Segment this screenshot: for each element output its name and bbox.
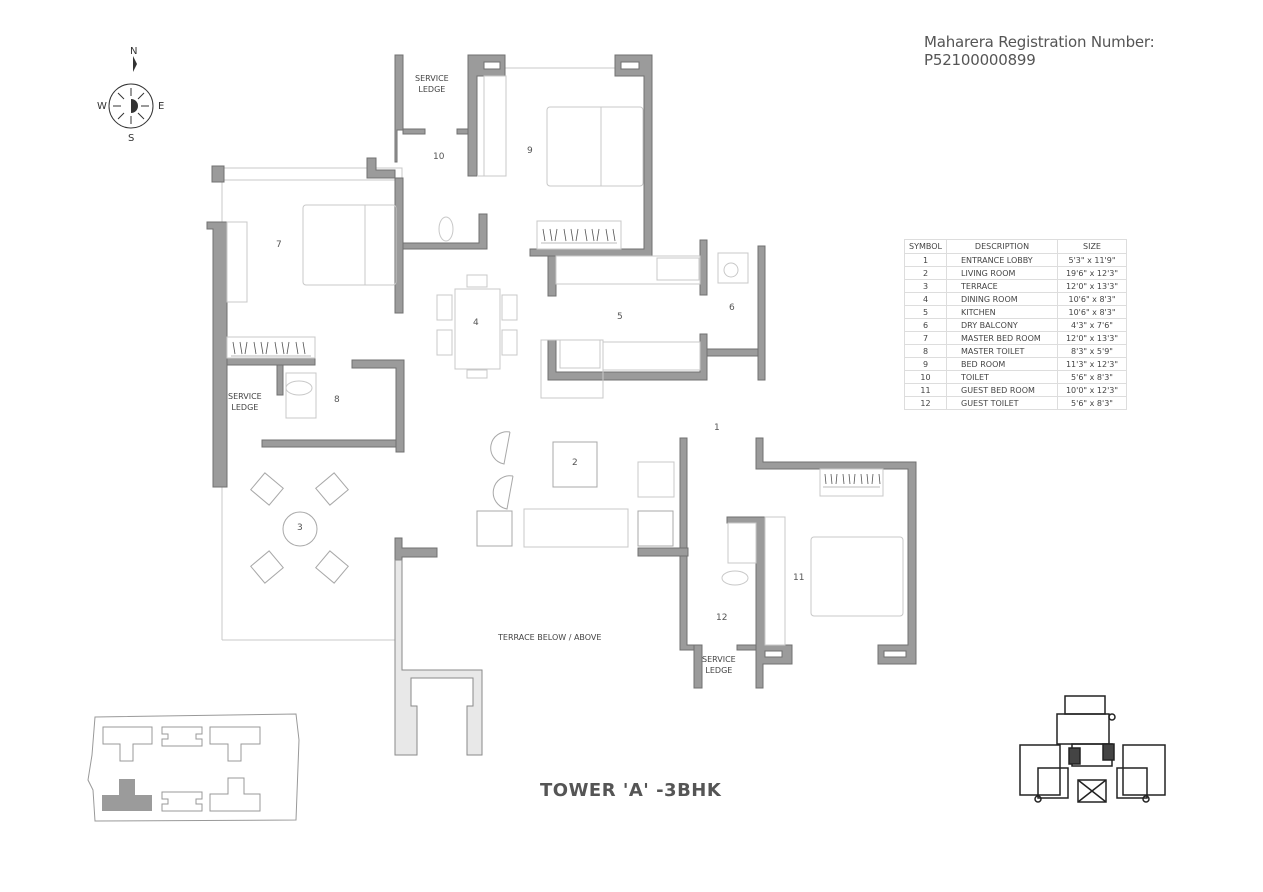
room-5-label: 5	[617, 312, 623, 322]
legend-symbol: 3	[904, 279, 947, 293]
typical-floor-key-plan	[1019, 695, 1166, 803]
service-ledge-left-label: SERVICE LEDGE	[228, 392, 262, 412]
legend-size: 5'3" x 11'9"	[1057, 253, 1127, 267]
legend-description: BED ROOM	[946, 357, 1058, 371]
compass-north-label: N	[130, 46, 138, 57]
plan-title: TOWER 'A' -3BHK	[540, 780, 722, 801]
legend-header-description: DESCRIPTION	[946, 239, 1058, 254]
legend-symbol: 10	[904, 370, 947, 384]
legend-symbol: 8	[904, 344, 947, 358]
legend-description: ENTRANCE LOBBY	[946, 253, 1058, 267]
compass-east-label: E	[158, 101, 165, 112]
registration-number: Maharera Registration Number: P521000008…	[924, 33, 1155, 69]
legend-description: TERRACE	[946, 279, 1058, 293]
legend-symbol: 7	[904, 331, 947, 345]
room-7-label: 7	[276, 240, 282, 250]
terrace-below-label: TERRACE BELOW / ABOVE	[498, 633, 602, 642]
legend-symbol: 12	[904, 396, 947, 410]
legend-size: 11'3" x 12'3"	[1057, 357, 1127, 371]
room-1-label: 1	[714, 423, 720, 433]
legend-description: GUEST TOILET	[946, 396, 1058, 410]
terrace-walls	[394, 559, 483, 756]
legend-size: 10'0" x 12'3"	[1057, 383, 1127, 397]
service-ledge-bottom-label: SERVICE LEDGE	[702, 655, 736, 675]
highlighted-tower	[102, 779, 152, 811]
room-11-label: 11	[793, 573, 805, 583]
legend-symbol: 6	[904, 318, 947, 332]
legend-symbol: 9	[904, 357, 947, 371]
legend-size: 12'0" x 13'3"	[1057, 279, 1127, 293]
room-4-label: 4	[473, 318, 479, 328]
legend-description: DRY BALCONY	[946, 318, 1058, 332]
legend-description: GUEST BED ROOM	[946, 383, 1058, 397]
legend-description: DINING ROOM	[946, 292, 1058, 306]
room-9-label: 9	[527, 146, 533, 156]
legend-description: LIVING ROOM	[946, 266, 1058, 280]
service-ledge-top-label: SERVICE LEDGE	[415, 74, 449, 94]
legend-description: KITCHEN	[946, 305, 1058, 319]
legend-size: 8'3" x 5'9"	[1057, 344, 1127, 358]
legend-size: 12'0" x 13'3"	[1057, 331, 1127, 345]
legend-size: 19'6" x 12'3"	[1057, 266, 1127, 280]
room-10-label: 10	[433, 152, 445, 162]
room-3-label: 3	[297, 523, 303, 533]
room-2-label: 2	[572, 458, 578, 468]
legend-size: 10'6" x 8'3"	[1057, 292, 1127, 306]
compass-south-label: S	[128, 133, 135, 144]
legend-header-row: SYMBOL DESCRIPTION SIZE	[904, 239, 1127, 254]
compass-west-label: W	[97, 101, 107, 112]
legend-symbol: 2	[904, 266, 947, 280]
legend-size: 10'6" x 8'3"	[1057, 305, 1127, 319]
room-6-label: 6	[729, 303, 735, 313]
walls	[206, 54, 917, 689]
legend-description: MASTER BED ROOM	[946, 331, 1058, 345]
compass-icon	[108, 56, 154, 129]
room-8-label: 8	[334, 395, 340, 405]
legend-description: MASTER TOILET	[946, 344, 1058, 358]
room-12-label: 12	[716, 613, 728, 623]
legend-symbol: 1	[904, 253, 947, 267]
wardrobe-hatch-marks	[232, 228, 881, 485]
site-key-plan	[87, 713, 300, 822]
legend-header-symbol: SYMBOL	[904, 239, 947, 254]
legend-size: 4'3" x 7'6"	[1057, 318, 1127, 332]
legend-symbol: 4	[904, 292, 947, 306]
legend-size: 5'6" x 8'3"	[1057, 370, 1127, 384]
legend-description: TOILET	[946, 370, 1058, 384]
legend-symbol: 11	[904, 383, 947, 397]
legend-size: 5'6" x 8'3"	[1057, 396, 1127, 410]
legend-symbol: 5	[904, 305, 947, 319]
wardrobe-hatching	[231, 242, 880, 488]
legend-header-size: SIZE	[1057, 239, 1127, 254]
furniture	[226, 75, 904, 646]
